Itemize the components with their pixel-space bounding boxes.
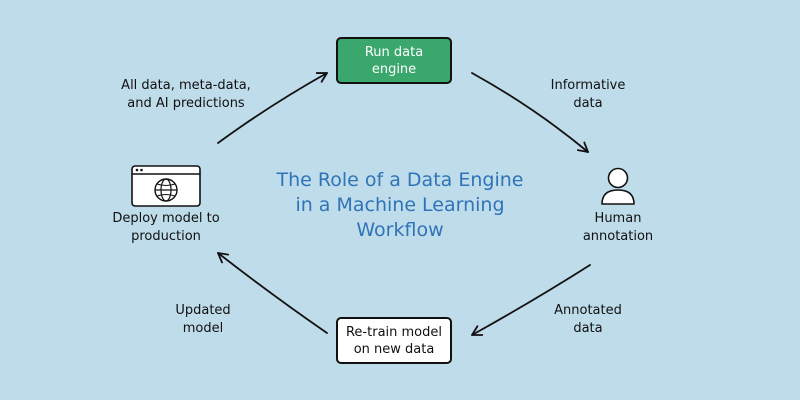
diagram-title-line-2: in a Machine Learning	[295, 194, 505, 216]
edge-label-deploy-to-engine: All data, meta-data, and AI predictions	[101, 77, 271, 113]
edge-label-deploy-to-engine-line-1: All data, meta-data,	[121, 78, 251, 93]
arrow-deploy-to-engine	[217, 72, 328, 144]
run-data-engine-node: Run data engine	[336, 37, 452, 84]
human-annotation-line-2: annotation	[582, 229, 654, 244]
diagram-title-line-3: Workflow	[356, 219, 444, 241]
edge-label-human-to-retrain-line-2: data	[573, 321, 603, 336]
human-annotation-line-1: Human	[594, 211, 642, 226]
deploy-model-line-2: production	[131, 229, 201, 244]
edge-label-engine-to-human-line-1: Informative	[550, 78, 626, 93]
edge-label-retrain-to-deploy-line-1: Updated	[175, 303, 231, 318]
deploy-model-line-1: Deploy model to	[112, 211, 220, 226]
arrow-human-to-retrain	[471, 264, 591, 336]
diagram-title-line-1: The Role of a Data Engine	[276, 169, 524, 191]
edge-label-retrain-to-deploy: Updated model	[153, 302, 253, 338]
browser-globe-icon	[131, 165, 201, 207]
deploy-model-node: Deploy model to production	[96, 210, 236, 246]
edge-label-retrain-to-deploy-line-2: model	[182, 321, 224, 336]
retrain-model-line-2: on new data	[353, 341, 435, 357]
arrow-retrain-to-deploy	[217, 252, 328, 334]
arrow-engine-to-human	[471, 72, 589, 153]
diagram-title: The Role of a Data Engine in a Machine L…	[220, 168, 580, 243]
run-data-engine-line-1: Run data	[364, 44, 424, 60]
retrain-model-line-1: Re-train model	[345, 324, 442, 340]
edge-label-engine-to-human: Informative data	[538, 77, 638, 113]
person-icon	[601, 167, 635, 205]
edge-label-human-to-retrain: Annotated data	[538, 302, 638, 338]
edge-label-engine-to-human-line-2: data	[573, 96, 603, 111]
human-annotation-node: Human annotation	[568, 210, 668, 246]
run-data-engine-line-2: engine	[371, 61, 417, 77]
retrain-model-node: Re-train model on new data	[336, 317, 452, 364]
edge-label-human-to-retrain-line-1: Annotated	[554, 303, 622, 318]
edge-label-deploy-to-engine-line-2: and AI predictions	[127, 96, 245, 111]
